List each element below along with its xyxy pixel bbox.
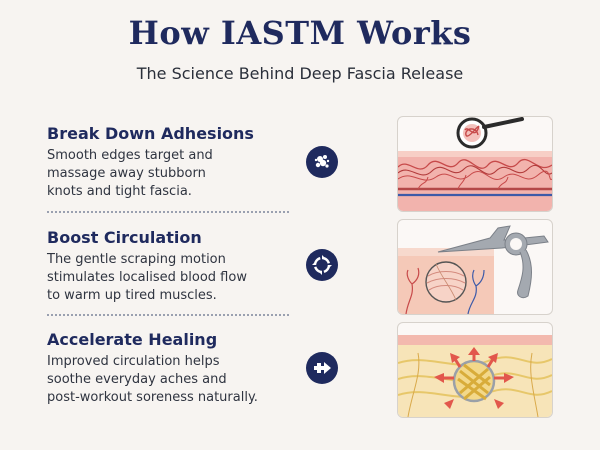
section-body: Smooth edges target and massage away stu… [47, 148, 213, 199]
section-title: Boost Circulation [47, 228, 202, 247]
section-title: Break Down Adhesions [47, 124, 254, 143]
section-boost-circulation: Boost Circulation The gentle scraping mo… [47, 228, 297, 305]
section-body: The gentle scraping motion stimulates lo… [47, 252, 247, 303]
illustration-healing [397, 322, 553, 418]
plus-arrow-icon [306, 352, 338, 384]
circulation-cycle-icon [306, 249, 338, 281]
divider [47, 211, 289, 213]
particles-icon [306, 146, 338, 178]
section-body: Improved circulation helps soothe everyd… [47, 354, 258, 405]
section-break-down-adhesions: Break Down Adhesions Smooth edges target… [47, 124, 297, 201]
page-title: How IASTM Works [128, 14, 472, 52]
illustration-adhesions [397, 116, 553, 212]
illustration-circulation [397, 219, 553, 315]
page-subtitle: The Science Behind Deep Fascia Release [136, 64, 464, 83]
divider [47, 314, 289, 316]
section-accelerate-healing: Accelerate Healing Improved circulation … [47, 330, 297, 407]
section-title: Accelerate Healing [47, 330, 218, 349]
